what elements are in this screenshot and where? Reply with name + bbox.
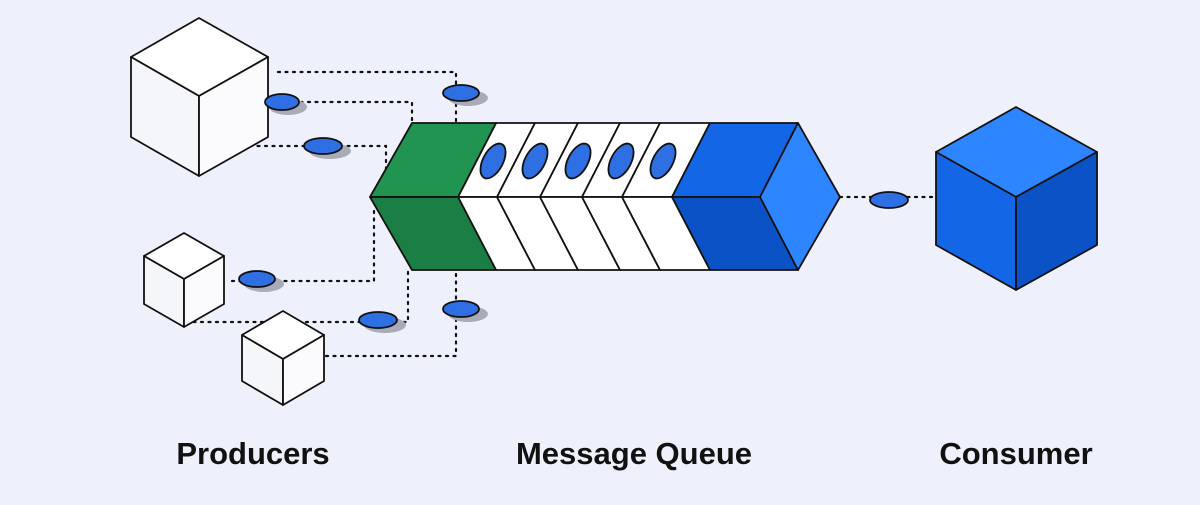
queue-head-bottom — [369, 196, 497, 271]
connector-p1-low — [248, 144, 388, 177]
connector-p2-b — [184, 266, 410, 324]
transit-message-7 — [869, 191, 909, 209]
consumer-label: Consumer — [939, 436, 1093, 471]
transit-message-2 — [442, 84, 488, 106]
queued-message-2 — [521, 142, 549, 180]
consumer-cube — [935, 106, 1098, 291]
connector-p1-top — [276, 70, 458, 124]
producers-label: Producers — [176, 436, 330, 471]
producer-cube-large — [130, 17, 269, 177]
queued-message-5 — [649, 142, 677, 180]
transit-message-3 — [303, 137, 351, 159]
message-queue-label: Message Queue — [515, 436, 753, 471]
connector-p1-mid — [276, 100, 414, 124]
connector-p3 — [324, 266, 458, 358]
queued-message-3 — [564, 142, 592, 180]
queued-message-4 — [607, 142, 635, 180]
transit-message-6 — [442, 300, 488, 322]
producer-cube-small-1 — [143, 232, 225, 328]
queue-tail-end — [759, 122, 841, 271]
message-queue — [369, 122, 841, 271]
transit-message-5 — [358, 311, 406, 333]
transit-message-1 — [264, 93, 307, 115]
transit-messages — [238, 84, 909, 333]
queued-message-1 — [479, 142, 507, 180]
queued-messages — [479, 142, 677, 180]
producer-cube-small-2 — [241, 310, 325, 406]
transit-message-4 — [238, 270, 284, 292]
